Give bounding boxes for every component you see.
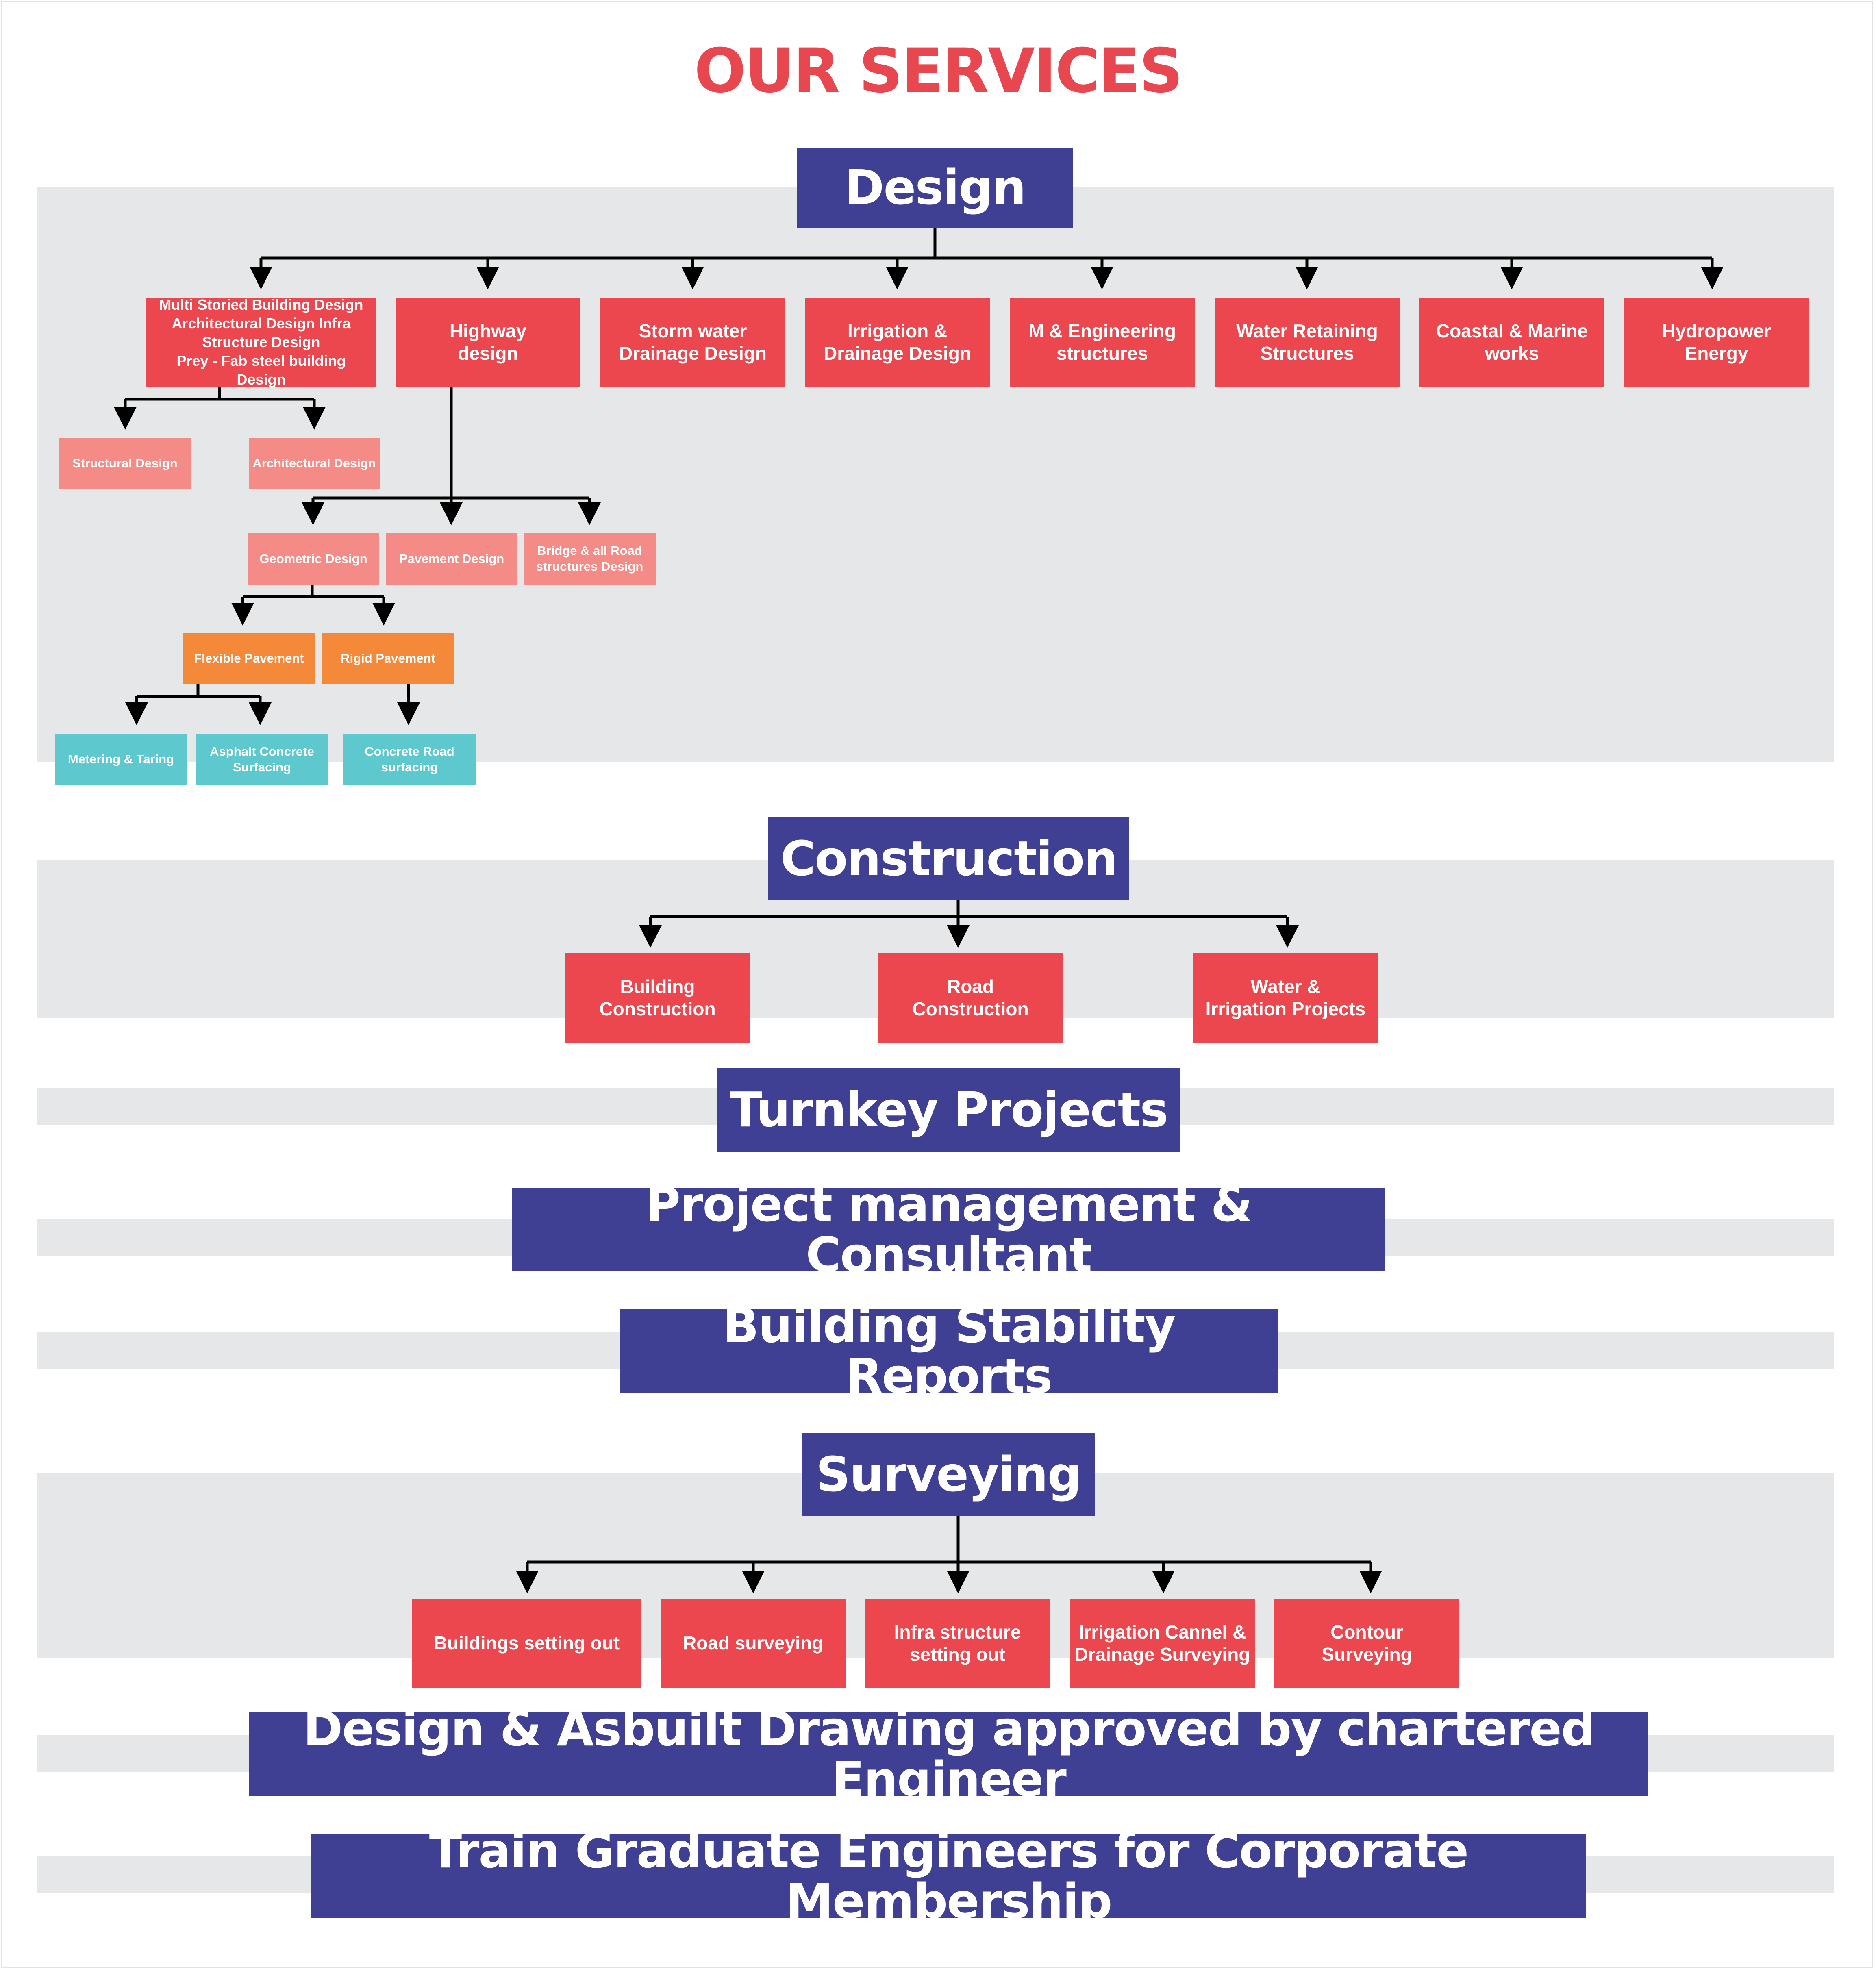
turnkey-projects-header: Turnkey Projects: [717, 1068, 1180, 1152]
geometric-design: Geometric Design: [248, 533, 379, 585]
construction-road: Road Construction: [878, 953, 1063, 1043]
design-service-coastal-marine: Coastal & Marine works: [1419, 298, 1604, 387]
design-service-water-retaining: Water Retaining Structures: [1215, 298, 1400, 387]
asphalt-concrete-surfacing: Asphalt Concrete Surfacing: [196, 734, 328, 785]
design-header: Design: [797, 148, 1073, 228]
design-service-highway: Highway design: [396, 298, 580, 387]
bridge-road-structures-design: Bridge & all Road structures Design: [524, 533, 656, 585]
concrete-road-surfacing: Concrete Road surfacing: [343, 734, 476, 785]
asbuilt-drawing-header: Design & Asbuilt Drawing approved by cha…: [249, 1704, 1648, 1804]
surveying-header: Surveying: [802, 1433, 1095, 1516]
design-service-building: Multi Storied Building Design Architectu…: [146, 296, 376, 388]
page-title: OUR SERVICES: [694, 36, 1183, 106]
design-service-irrigation: Irrigation & Drainage Design: [805, 298, 990, 387]
pavement-design: Pavement Design: [386, 533, 517, 585]
survey-infra-setting-out: Infra structure setting out: [865, 1599, 1050, 1688]
train-engineers-header: Train Graduate Engineers for Corporate M…: [311, 1825, 1586, 1926]
architectural-design: Architectural Design: [249, 438, 380, 489]
construction-building: Building Construction: [565, 953, 750, 1043]
building-stability-header: Building Stability Reports: [620, 1300, 1278, 1401]
flexible-pavement: Flexible Pavement: [183, 633, 315, 684]
survey-road: Road surveying: [661, 1599, 846, 1688]
survey-irrigation-drainage: Irrigation Cannel & Drainage Surveying: [1070, 1599, 1255, 1688]
design-service-storm-water: Storm water Drainage Design: [600, 298, 785, 387]
survey-buildings-setting-out: Buildings setting out: [412, 1599, 641, 1688]
design-service-m-engineering: M & Engineering structures: [1010, 298, 1195, 387]
project-management-header: Project management & Consultant: [512, 1179, 1385, 1280]
structural-design: Structural Design: [59, 438, 191, 489]
design-service-hydropower: Hydropower Energy: [1624, 298, 1809, 387]
rigid-pavement: Rigid Pavement: [322, 633, 454, 684]
construction-header: Construction: [768, 817, 1129, 900]
metering-taring: Metering & Taring: [55, 734, 187, 785]
construction-water-irrigation: Water & Irrigation Projects: [1193, 953, 1378, 1043]
survey-contour: Contour Surveying: [1274, 1599, 1459, 1688]
